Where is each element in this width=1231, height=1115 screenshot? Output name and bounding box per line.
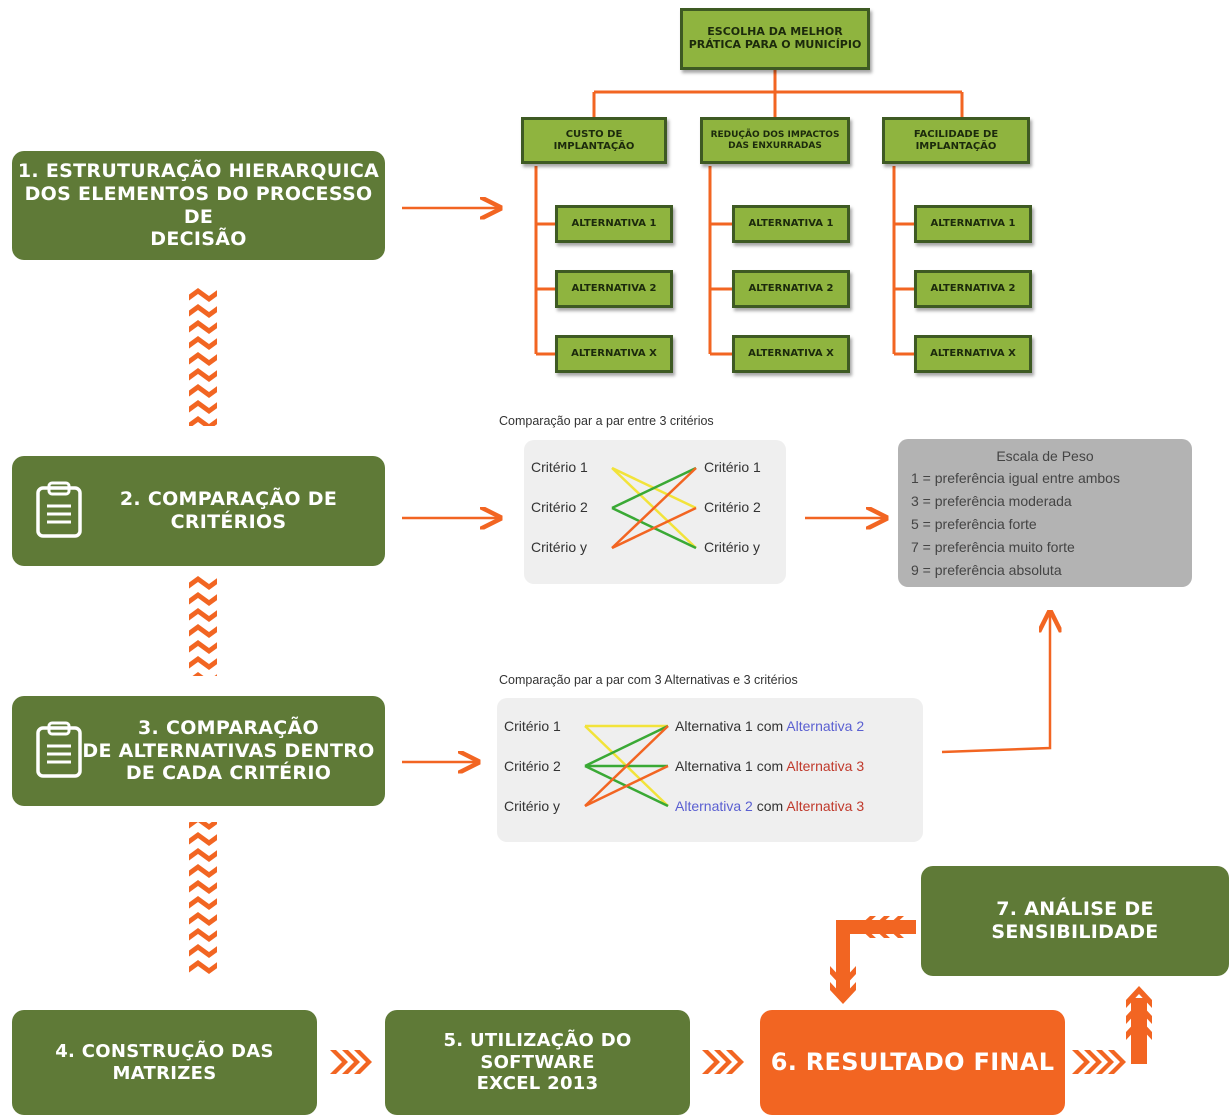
alternative-box: ALTERNATIVA 2 (732, 270, 850, 308)
criterion-label: CUSTO DE IMPLANTAÇÃO (553, 129, 635, 152)
alternative-label: ALTERNATIVA 2 (748, 283, 834, 295)
alternative-label: ALTERNATIVA X (571, 348, 657, 360)
alternative-label: ALTERNATIVA 1 (930, 218, 1016, 230)
step-7-label: 7. ANÁLISE DE SENSIBILIDADE (991, 898, 1159, 943)
criterion-label: FACILIDADE DE IMPLANTAÇÃO (913, 129, 999, 152)
step-5-label: 5. UTILIZAÇÃO DO SOFTWARE EXCEL 2013 (443, 1030, 632, 1095)
alternative-box: ALTERNATIVA 2 (555, 270, 673, 308)
alternative-label: ALTERNATIVA X (930, 348, 1016, 360)
alternative-pair: Alternativa 1 com Alternativa 3 (675, 758, 864, 774)
clipboard-icon (36, 481, 82, 538)
alternative-pair: Alternativa 1 com Alternativa 2 (675, 718, 864, 734)
alternative-label: ALTERNATIVA 2 (571, 283, 657, 295)
weight-scale-item: 9 = preferência absoluta (911, 562, 1062, 578)
criterion-right: Critério 2 (704, 499, 761, 515)
alternative-label: ALTERNATIVA 2 (930, 283, 1016, 295)
pair-second: Alternativa 2 (786, 718, 865, 734)
alternative-box: ALTERNATIVA X (555, 335, 673, 373)
weight-scale-item: 1 = preferência igual entre ambos (911, 470, 1120, 486)
hierarchy-goal: ESCOLHA DA MELHOR PRÁTICA PARA O MUNICÍP… (680, 8, 870, 70)
weight-scale-item: 5 = preferência forte (911, 516, 1037, 532)
alternative-label: ALTERNATIVA 1 (571, 218, 657, 230)
pair-first: Alternativa 1 (675, 758, 753, 774)
alternative-box: ALTERNATIVA X (732, 335, 850, 373)
step-2-label: 2. COMPARAÇÃO DE CRITÉRIOS (119, 488, 338, 533)
step-1-label: 1. ESTRUTURAÇÃO HIERARQUICA DOS ELEMENTO… (17, 159, 380, 251)
feedback-loop-arrows (830, 916, 1152, 1064)
alternative-box: ALTERNATIVA 1 (732, 205, 850, 243)
clipboard-icon (36, 721, 82, 778)
alternative-box: ALTERNATIVA 1 (555, 205, 673, 243)
step-6-final-result: 6. RESULTADO FINAL (760, 1010, 1065, 1115)
criterion-left: Critério 2 (504, 758, 561, 774)
criterion-left: Critério 1 (504, 718, 561, 734)
weight-scale-box: Escala de Peso 1 = preferência igual ent… (898, 439, 1192, 587)
criterion-left: Critério y (531, 539, 588, 555)
pair-first: Alternativa 1 (675, 718, 753, 734)
step-3-alternatives-comparison: 3. COMPARAÇÃO DE ALTERNATIVAS DENTRO DE … (12, 696, 385, 806)
hierarchy-goal-label: ESCOLHA DA MELHOR PRÁTICA PARA O MUNICÍP… (688, 25, 862, 51)
alternative-box: ALTERNATIVA 1 (914, 205, 1032, 243)
pair-sep: com (752, 718, 787, 734)
step-7-sensitivity: 7. ANÁLISE DE SENSIBILIDADE (921, 866, 1229, 976)
alternative-label: ALTERNATIVA 1 (748, 218, 834, 230)
step-1-structuring: 1. ESTRUTURAÇÃO HIERARQUICA DOS ELEMENTO… (12, 151, 385, 260)
chevron-right-arrows (330, 1050, 1126, 1074)
criterion-left: Critério 2 (531, 499, 588, 515)
criteria-comparison-lines (611, 466, 697, 550)
criterion-left: Critério 1 (531, 459, 588, 475)
pair-sep: com (752, 798, 787, 814)
alternative-pair: Alternativa 2 com Alternativa 3 (675, 798, 864, 814)
weight-scale-title: Escala de Peso (996, 448, 1094, 464)
criterion-right: Critério 1 (704, 459, 761, 475)
step-3-label: 3. COMPARAÇÃO DE ALTERNATIVAS DENTRO DE … (82, 716, 375, 785)
step-4-label: 4. CONSTRUÇÃO DAS MATRIZES (55, 1040, 274, 1084)
hierarchy-connectors (534, 70, 964, 356)
pair-second: Alternativa 3 (786, 798, 865, 814)
chevron-down-arrows (189, 286, 217, 974)
hierarchy-criterion-3: FACILIDADE DE IMPLANTAÇÃO (882, 117, 1030, 164)
criterion-left: Critério y (504, 798, 561, 814)
alternative-label: ALTERNATIVA X (748, 348, 834, 360)
hierarchy-criterion-2: REDUÇÃO DOS IMPACTOS DAS ENXURRADAS (700, 117, 850, 164)
criteria-comparison-title: Comparação par a par entre 3 critérios (499, 414, 714, 428)
flow-arrows (402, 208, 1050, 762)
pair-first: Alternativa 2 (675, 798, 753, 814)
pair-second: Alternativa 3 (786, 758, 865, 774)
alternatives-comparison-lines (584, 724, 669, 808)
hierarchy-criterion-1: CUSTO DE IMPLANTAÇÃO (521, 117, 667, 164)
step-5-excel: 5. UTILIZAÇÃO DO SOFTWARE EXCEL 2013 (385, 1010, 690, 1115)
weight-scale-item: 7 = preferência muito forte (911, 539, 1075, 555)
criterion-label: REDUÇÃO DOS IMPACTOS DAS ENXURRADAS (710, 130, 840, 151)
weight-scale-item: 3 = preferência moderada (911, 493, 1072, 509)
alternatives-comparison-title: Comparação par a par com 3 Alternativas … (499, 673, 798, 687)
step-6-label: 6. RESULTADO FINAL (770, 1048, 1055, 1077)
alternative-box: ALTERNATIVA 2 (914, 270, 1032, 308)
pair-sep: com (752, 758, 787, 774)
alternative-box: ALTERNATIVA X (914, 335, 1032, 373)
criterion-right: Critério y (704, 539, 761, 555)
step-2-criteria-comparison: 2. COMPARAÇÃO DE CRITÉRIOS (12, 456, 385, 566)
step-4-matrices: 4. CONSTRUÇÃO DAS MATRIZES (12, 1010, 317, 1115)
